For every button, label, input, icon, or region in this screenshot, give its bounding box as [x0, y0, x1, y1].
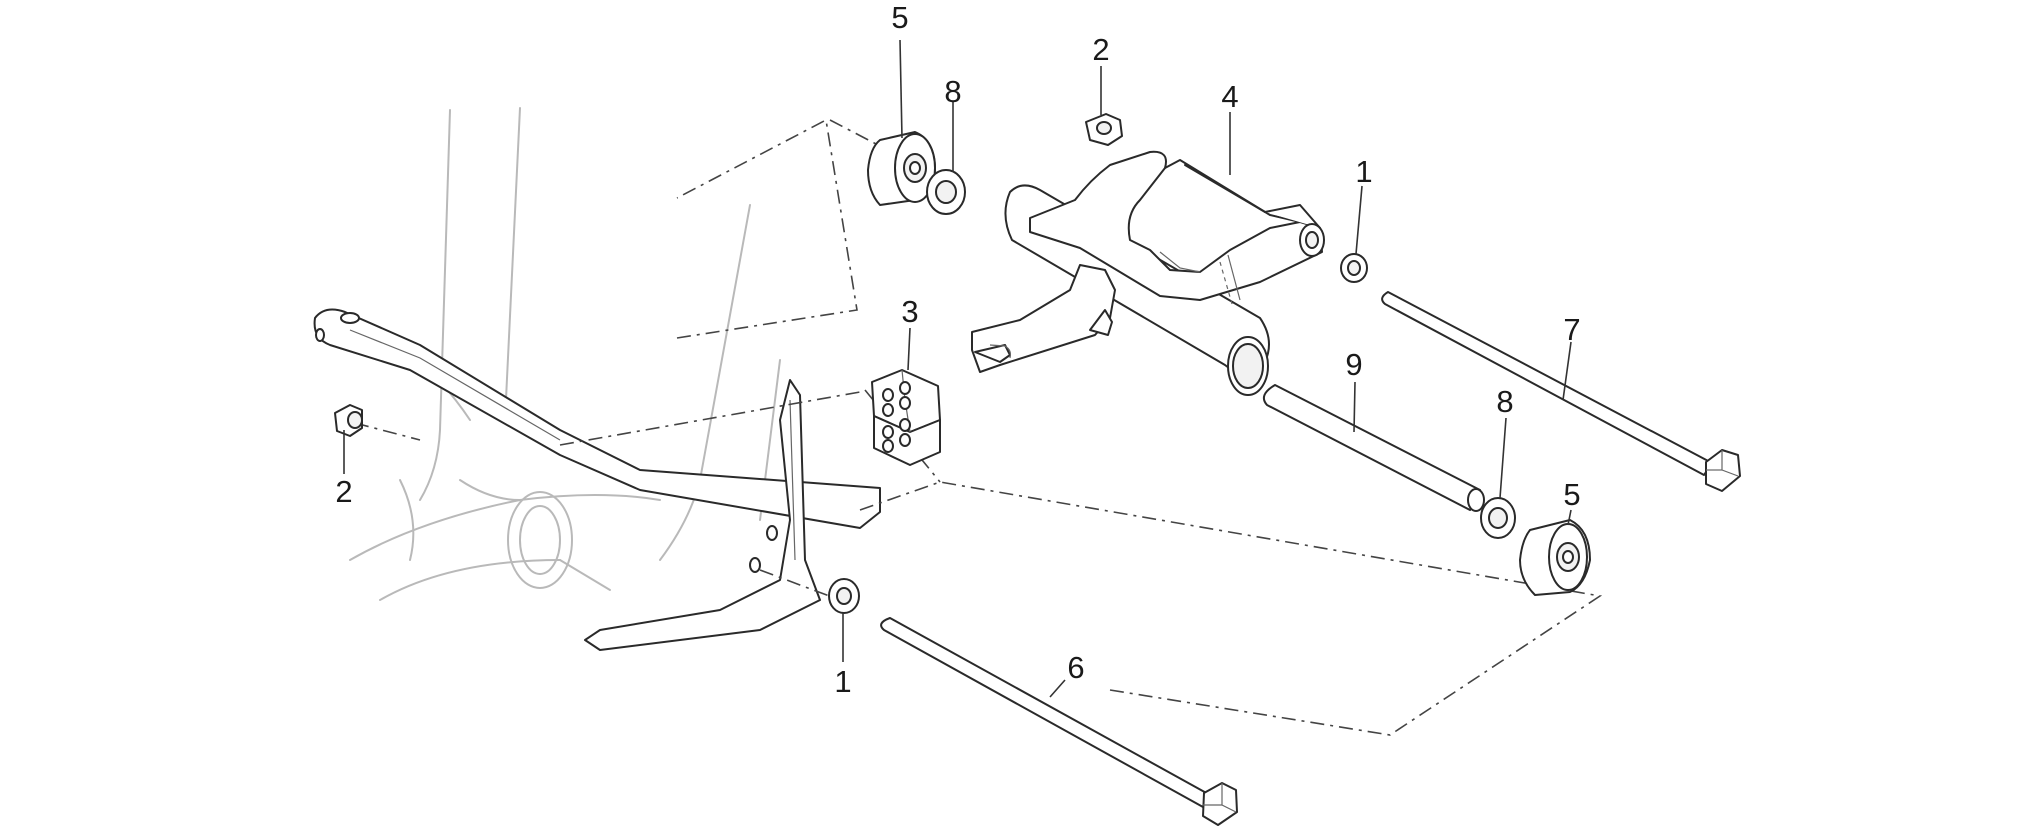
silent-block-top — [867, 131, 936, 206]
callout-5-top: 5 — [891, 0, 908, 35]
callout-1-right: 1 — [1355, 154, 1372, 189]
callout-7: 7 — [1563, 312, 1580, 347]
swing-arm — [971, 150, 1325, 396]
callout-labels: 5 8 2 4 1 3 7 9 8 5 2 6 1 — [335, 0, 1580, 699]
callout-9: 9 — [1345, 347, 1362, 382]
callout-3: 3 — [901, 294, 918, 329]
rear-bracket — [584, 379, 821, 651]
callout-5-bottom: 5 — [1563, 477, 1580, 512]
frame-crossmember — [313, 308, 881, 529]
callout-4: 4 — [1221, 79, 1238, 114]
callout-8-top: 8 — [944, 74, 961, 109]
nut-left — [334, 404, 363, 437]
callout-8-bottom: 8 — [1496, 384, 1513, 419]
crossmember-hole-icon — [340, 312, 360, 324]
callout-2-left: 2 — [335, 474, 352, 509]
long-bolt-lower — [880, 617, 1238, 826]
washer-bottom — [1480, 497, 1516, 539]
rubber-block — [871, 369, 941, 466]
washer-bottom-left — [828, 578, 860, 614]
leader-lines — [343, 39, 1572, 698]
long-bolt-upper — [1381, 291, 1741, 492]
callout-6: 6 — [1067, 650, 1084, 685]
callout-2-top: 2 — [1092, 32, 1109, 67]
silent-block-bottom — [1519, 519, 1591, 596]
nut-top — [1085, 113, 1123, 146]
spacer-tube — [1262, 384, 1485, 512]
washer-right — [1340, 253, 1368, 283]
washer-top — [926, 169, 966, 215]
callout-1-bottom: 1 — [834, 664, 851, 699]
